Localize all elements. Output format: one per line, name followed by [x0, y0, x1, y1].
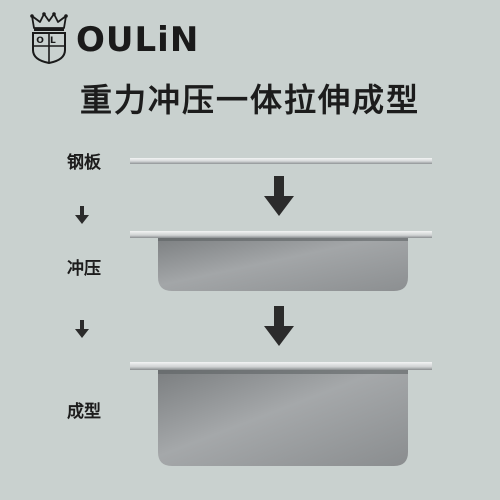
- step-label-stamping: 冲压: [67, 259, 101, 279]
- emblem-letter-o: OL: [36, 36, 61, 46]
- arrow-down-icon: [75, 320, 89, 338]
- crown-shield-emblem-icon: OL: [30, 12, 68, 64]
- brand-wordmark: OULiN: [76, 20, 200, 60]
- page-title: 重力冲压一体拉伸成型: [79, 81, 420, 119]
- step-label-forming: 成型: [67, 402, 101, 422]
- flat-steel-sheet: [130, 158, 432, 164]
- stamped-sink-shallow: [130, 231, 432, 291]
- arrow-down-icon: [264, 306, 294, 346]
- formed-sink-deep: [130, 362, 432, 466]
- arrow-down-icon: [264, 176, 294, 216]
- step-label-sheet: 钢板: [67, 153, 101, 173]
- arrow-down-icon: [75, 206, 89, 224]
